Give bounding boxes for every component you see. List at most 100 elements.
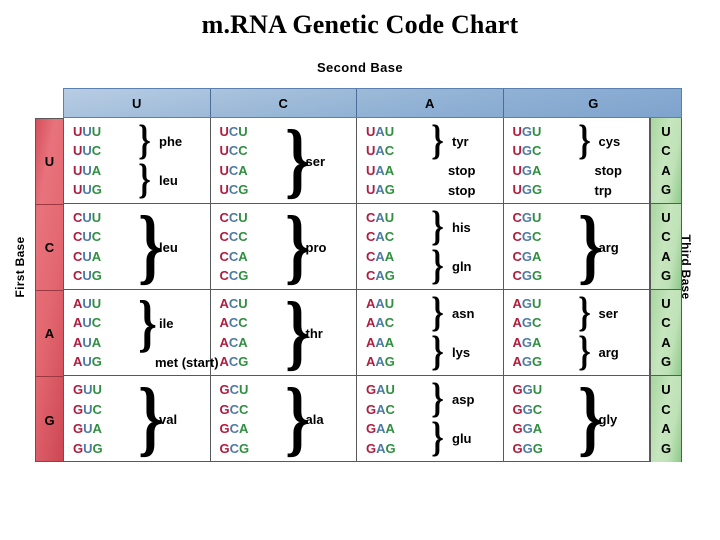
codon-base-1: C bbox=[73, 248, 83, 264]
codon-base-3: U bbox=[91, 295, 102, 311]
brace-icon: } bbox=[577, 199, 603, 293]
brace-icon: } bbox=[138, 287, 157, 358]
amino-acid-groups: }phe}leu bbox=[135, 118, 210, 203]
page-title: m.RNA Genetic Code Chart bbox=[201, 10, 519, 39]
codon-base-3: C bbox=[92, 401, 102, 417]
codon-base-3: G bbox=[92, 440, 103, 456]
codon-uuc: UUC bbox=[73, 141, 135, 161]
codon-base-2: C bbox=[228, 229, 239, 244]
amino-acid-group-asn: }asn bbox=[428, 289, 474, 337]
codon-base-2: C bbox=[228, 248, 239, 264]
third-base-letter-u: U bbox=[661, 123, 671, 139]
codon-base-3: U bbox=[384, 123, 395, 139]
codon-base-2: G bbox=[522, 440, 533, 456]
codon-cgu: CGU bbox=[513, 208, 575, 228]
amino-acid-label: ser bbox=[305, 153, 326, 169]
codon-base-2: A bbox=[375, 162, 385, 178]
codon-base-1: U bbox=[512, 182, 522, 197]
codon-ccc: CCC bbox=[220, 227, 282, 247]
amino-acid-group-leu: }leu bbox=[135, 159, 178, 201]
codon-base-1: A bbox=[73, 334, 83, 350]
amino-acid-label: cys bbox=[598, 134, 621, 149]
third-base-letter-g: G bbox=[660, 440, 672, 456]
brace-icon: } bbox=[431, 289, 444, 337]
amino-acid-group-stop: stop bbox=[575, 161, 622, 181]
codon-uca: UCA bbox=[220, 161, 282, 181]
codon-base-1: A bbox=[73, 354, 83, 369]
codon-base-1: C bbox=[512, 248, 522, 264]
codon-base-1: C bbox=[219, 229, 229, 244]
codon-base-2: U bbox=[82, 182, 92, 197]
codon-base-1: A bbox=[219, 334, 229, 350]
amino-acid-group-ile: }ile bbox=[135, 287, 173, 358]
amino-acid-groups: }gly bbox=[575, 376, 650, 462]
first-base-label-a: A bbox=[36, 291, 63, 377]
codon-base-1: C bbox=[512, 268, 522, 283]
codon-base-2: U bbox=[82, 123, 92, 139]
codon-base-2: U bbox=[83, 421, 93, 436]
amino-acid-group-gln: }gln bbox=[428, 245, 472, 287]
codon-base-2: C bbox=[228, 123, 239, 139]
codon-base-3: G bbox=[91, 268, 102, 283]
codon-gca: GCA bbox=[220, 419, 282, 439]
codon-cug: CUG bbox=[73, 266, 135, 286]
amino-acid-label: thr bbox=[305, 325, 323, 341]
amino-acid-label: phe bbox=[159, 134, 183, 149]
codon-base-1: G bbox=[366, 440, 377, 456]
codon-base-2: C bbox=[229, 382, 240, 397]
codon-base-3: U bbox=[238, 209, 248, 225]
amino-acid-group-ala: }ala bbox=[282, 376, 324, 460]
second-base-header-c: C bbox=[211, 89, 357, 117]
codon-base-2: U bbox=[82, 315, 92, 330]
codon-base-3: G bbox=[384, 268, 395, 283]
amino-acid-label: his bbox=[452, 220, 471, 235]
codon-base-1: C bbox=[73, 229, 83, 244]
codon-base-1: U bbox=[73, 182, 83, 197]
brace-icon: } bbox=[577, 117, 591, 165]
brace-icon: } bbox=[431, 375, 444, 423]
codon-base-1: A bbox=[219, 354, 229, 369]
codon-base-3: U bbox=[532, 123, 542, 139]
codon-base-1: C bbox=[73, 268, 83, 283]
codon-base-2: A bbox=[375, 315, 385, 330]
codon-base-3: C bbox=[384, 143, 395, 158]
amino-acid-label: stop bbox=[594, 163, 622, 179]
codon-base-2: C bbox=[228, 182, 239, 197]
codon-ccg: CCG bbox=[220, 266, 282, 286]
codon-base-3: A bbox=[384, 334, 395, 350]
codon-gcg: GCG bbox=[220, 439, 282, 459]
codon-base-3: G bbox=[238, 354, 249, 369]
amino-acid-group-his: }his bbox=[428, 206, 471, 248]
codon-base-3: G bbox=[238, 268, 249, 283]
codon-base-2: C bbox=[229, 440, 240, 456]
amino-acid-group-lys: }lys bbox=[428, 331, 470, 373]
codon-base-2: U bbox=[82, 295, 92, 311]
codon-base-3: G bbox=[532, 182, 543, 197]
codon-base-1: C bbox=[219, 248, 229, 264]
codon-cac: CAC bbox=[366, 227, 428, 247]
codon-base-2: G bbox=[521, 248, 533, 264]
first-base-label-u: U bbox=[36, 119, 63, 205]
codon-base-2: G bbox=[522, 401, 533, 417]
codon-base-2: U bbox=[82, 143, 92, 158]
brace-icon: } bbox=[577, 289, 591, 337]
codon-base-1: U bbox=[512, 143, 522, 158]
codon-base-3: U bbox=[239, 382, 249, 397]
codon-base-2: U bbox=[82, 209, 92, 225]
amino-acid-label: gln bbox=[452, 259, 472, 274]
codon-uag: UAG bbox=[366, 180, 428, 200]
